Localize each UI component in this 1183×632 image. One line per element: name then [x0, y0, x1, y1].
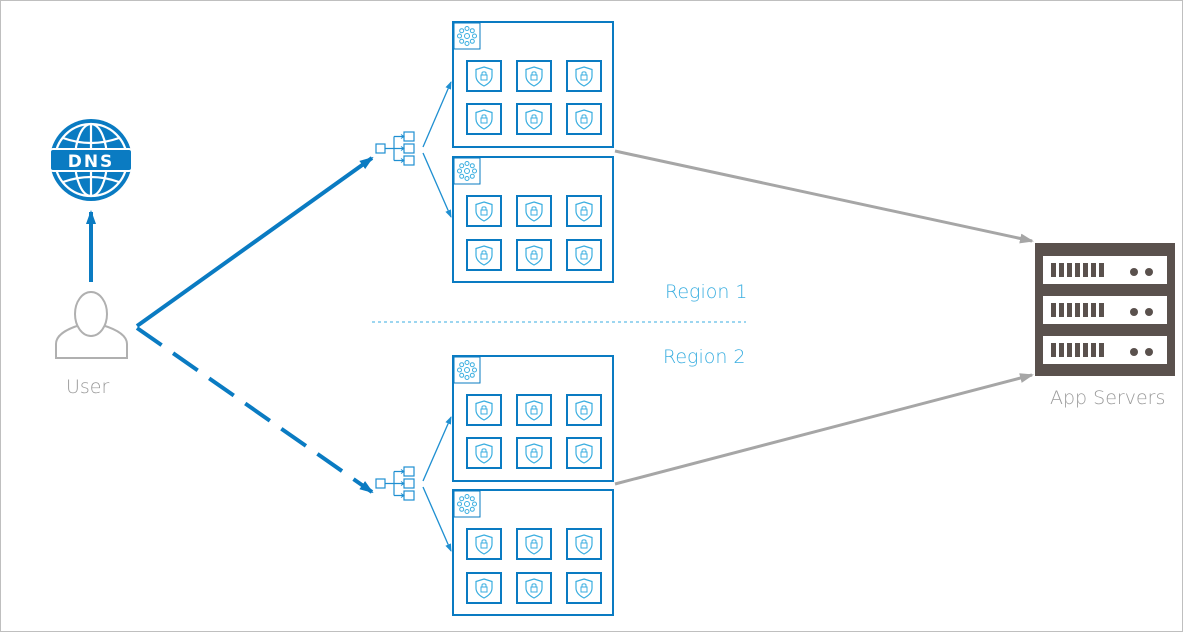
shield-lock-icon — [566, 195, 602, 227]
shield-lock-icon — [516, 60, 552, 92]
dns-label: DNS — [68, 152, 115, 172]
shield-lock-icon — [466, 437, 502, 469]
shield-lock-icon — [516, 394, 552, 426]
region1-label: Region 1 — [665, 281, 748, 303]
cluster-icon — [453, 490, 481, 518]
shield-lock-icon — [566, 103, 602, 135]
shield-lock-icon — [466, 239, 502, 271]
shield-lock-icon — [516, 528, 552, 560]
load-balancer-icon — [375, 466, 415, 501]
shield-lock-icon — [566, 239, 602, 271]
shield-lock-icon — [566, 394, 602, 426]
shield-lock-icon — [466, 528, 502, 560]
lb2-to-cluster2b — [422, 486, 452, 552]
shield-lock-icon — [516, 239, 552, 271]
lb2-to-cluster2a — [422, 416, 452, 482]
shield-lock-icon — [516, 437, 552, 469]
shield-lock-icon — [516, 572, 552, 604]
shield-lock-icon — [466, 103, 502, 135]
shield-lock-icon — [516, 195, 552, 227]
shield-lock-icon — [516, 103, 552, 135]
cluster-region2-b — [452, 489, 614, 616]
lb1-to-cluster1b — [422, 152, 452, 218]
shield-lock-icon — [466, 394, 502, 426]
server-rack-icon — [1035, 243, 1175, 376]
cluster-region1-a — [452, 21, 614, 148]
load-balancer-icon — [375, 131, 415, 166]
arrow-user-to-region2 — [135, 326, 374, 494]
shield-lock-icon — [566, 437, 602, 469]
user-label: User — [66, 376, 110, 398]
cluster-region2-a — [452, 355, 614, 482]
user-icon — [55, 291, 128, 359]
globe-dns-icon: DNS — [49, 119, 133, 201]
lb1-to-cluster1a — [422, 81, 452, 148]
cluster-icon — [453, 356, 481, 384]
shield-lock-icon — [566, 528, 602, 560]
shield-lock-icon — [466, 572, 502, 604]
connector-region2-to-app-servers — [614, 373, 1034, 486]
connector-region1-to-app-servers — [614, 149, 1034, 244]
shield-lock-icon — [566, 572, 602, 604]
shield-lock-icon — [566, 60, 602, 92]
shield-lock-icon — [466, 195, 502, 227]
arrow-user-to-region1 — [135, 156, 374, 328]
app-servers-label: App Servers — [1050, 387, 1166, 409]
region2-label: Region 2 — [663, 346, 746, 368]
cluster-icon — [453, 22, 481, 50]
shield-lock-icon — [466, 60, 502, 92]
cluster-region1-b — [452, 156, 614, 283]
cluster-icon — [453, 157, 481, 185]
